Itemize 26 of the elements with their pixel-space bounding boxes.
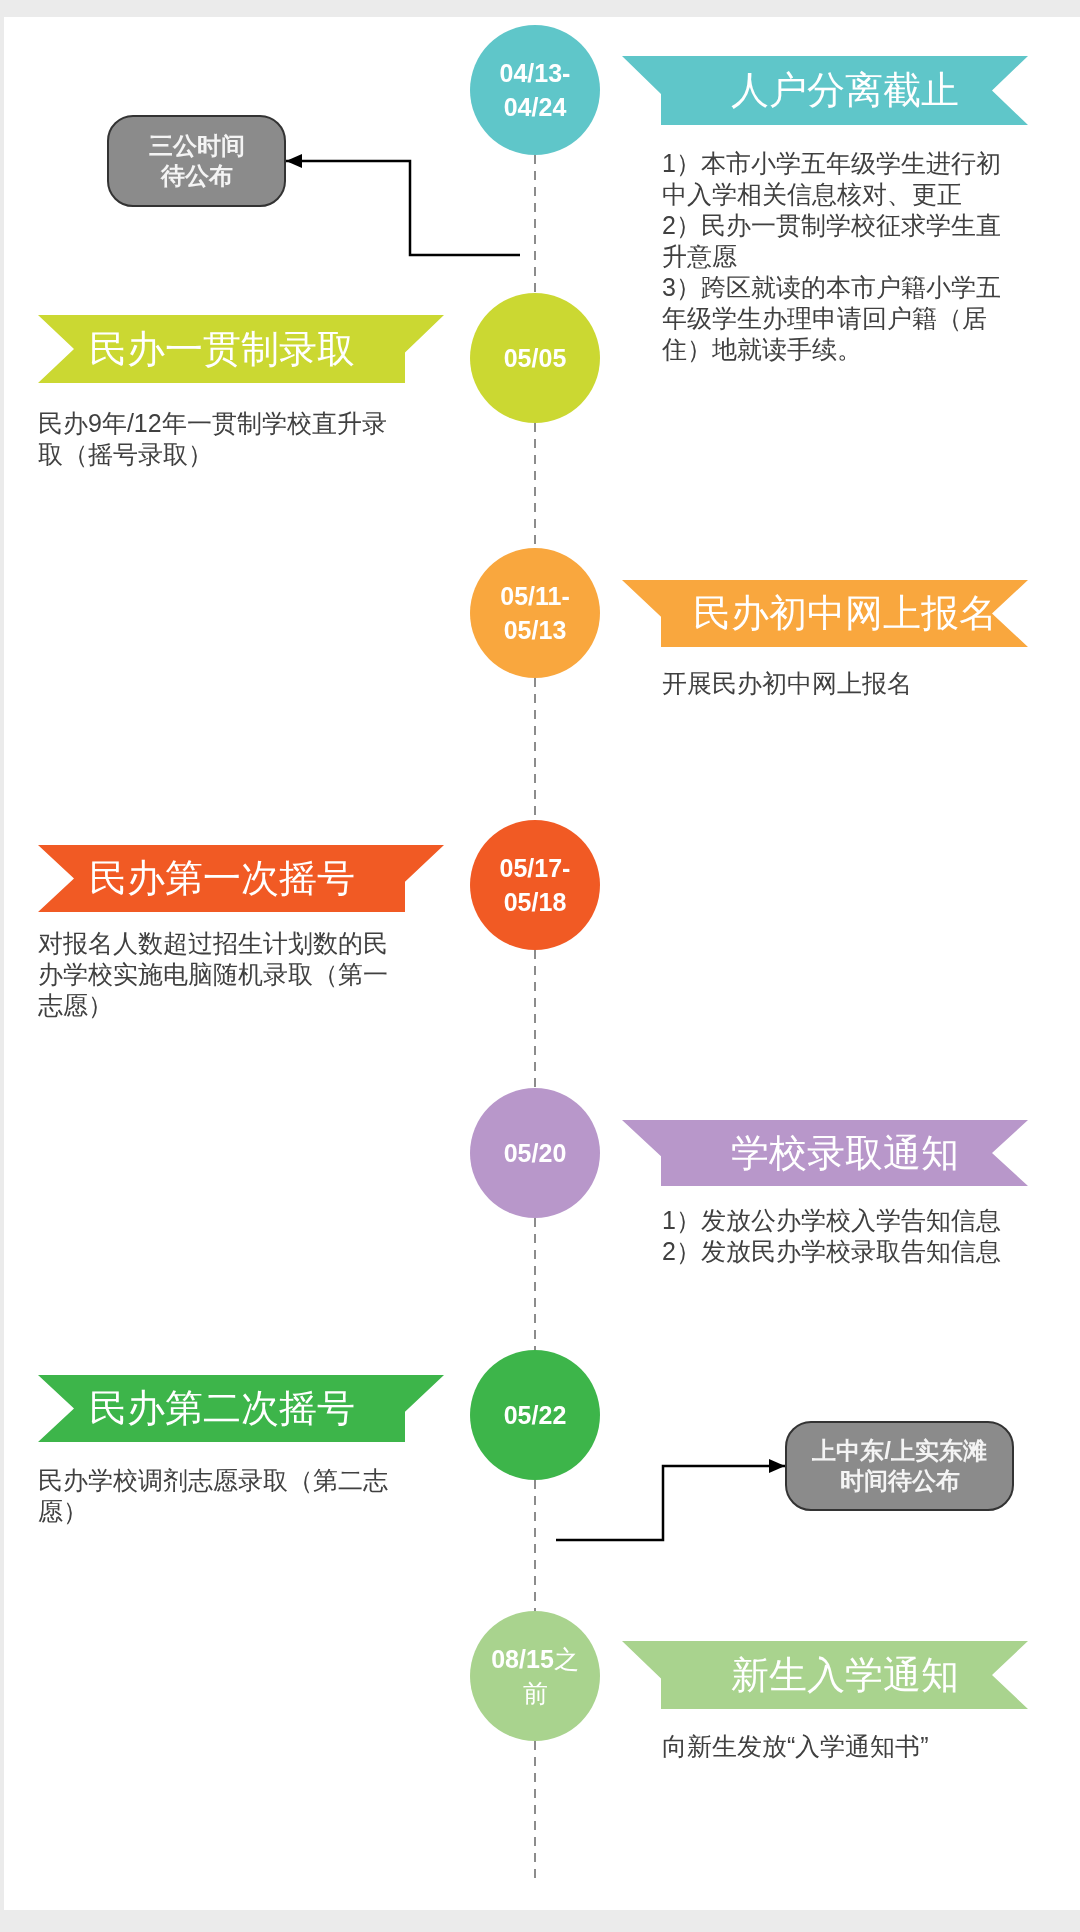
description-text: 1）发放公办学校入学告知信息 [662,1205,1002,1236]
description-text: 民办学校调剂志愿录取（第二志愿） [38,1465,389,1527]
ribbon-banner: 新生入学通知 [622,1641,1028,1709]
dashed-line [534,1740,536,1880]
ribbon-banner: 民办初中网上报名 [622,580,1028,647]
description-text: 2）发放民办学校录取告知信息 [662,1236,1002,1267]
description-text: 对报名人数超过招生计划数的民办学校实施电脑随机录取（第一志愿） [38,928,389,1021]
ribbon-banner: 人户分离截止 [622,56,1028,125]
ribbon-banner: 学校录取通知 [622,1120,1028,1186]
ribbon-banner: 民办一贯制录取 [38,315,444,383]
ribbon-banner: 民办第二次摇号 [38,1375,444,1442]
ribbon-banner: 民办第一次摇号 [38,845,444,912]
dashed-line [534,949,536,1089]
description-text: 2）民办一贯制学校征求学生直升意愿 [662,210,1002,272]
dashed-line [534,154,536,294]
description-text: 3）跨区就读的本市户籍小学五年级学生办理申请回户籍（居住）地就读手续。 [662,272,1002,365]
arrow [286,154,520,257]
arrow [556,1459,785,1542]
description-text: 民办9年/12年一贯制学校直升录取（摇号录取） [38,408,388,470]
status-box: 上中东/上实东滩时间待公布 [785,1421,1014,1511]
description-text: 开展民办初中网上报名 [662,668,913,699]
status-box: 三公时间待公布 [107,115,286,207]
dashed-line [534,1479,536,1612]
description-text: 1）本市小学五年级学生进行初中入学相关信息核对、更正 [662,148,1002,210]
description-text: 向新生发放“入学通知书” [662,1731,930,1762]
dashed-line [534,1217,536,1351]
